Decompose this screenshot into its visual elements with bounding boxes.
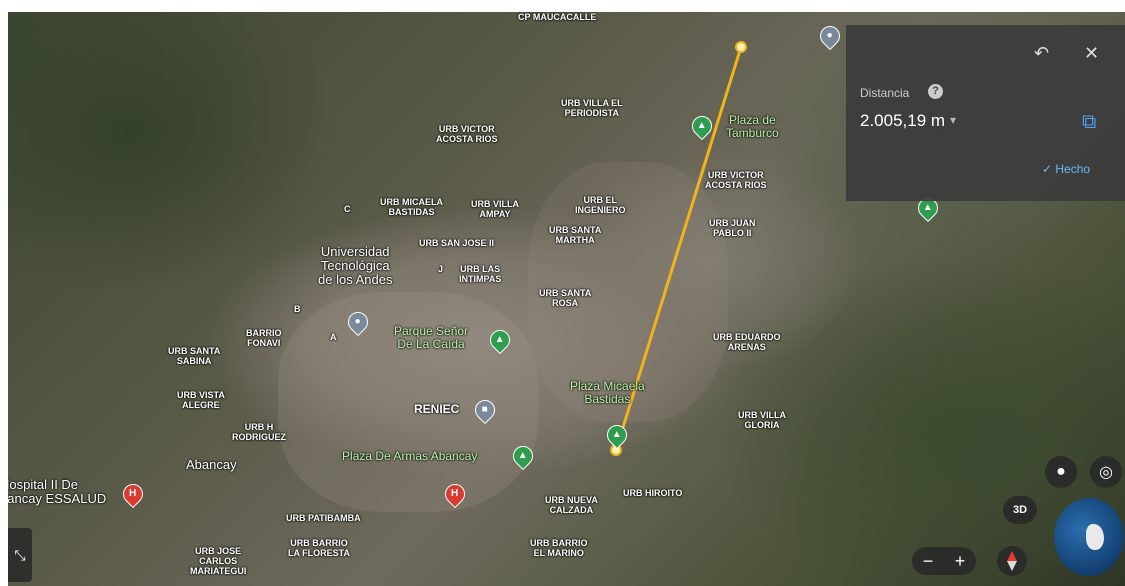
map-label: BARRIO FONAVI [246,328,282,348]
map-label: Plaza de Tamburco [726,113,779,140]
measure-start-point [735,41,747,53]
map-label: Plaza De Armas Abancay [342,449,478,463]
help-icon[interactable]: ? [928,84,943,99]
map-label: A [330,332,337,342]
map-label: URB H RODRIGUEZ [232,422,286,442]
zoom-controls: − + [912,547,976,575]
map-label: URB PATIBAMBA [286,513,361,523]
map-label: Plaza Micaela Bastidas [570,379,645,406]
map-label: Abancay [186,457,237,472]
3d-button[interactable]: 3D [1003,496,1037,524]
close-icon[interactable]: ✕ [1084,43,1100,63]
map-label: URB BARRIO LA FLORESTA [288,538,350,558]
urban-area-texture [528,162,728,422]
zoom-out-button[interactable]: − [922,550,934,571]
map-label: URB EDUARDO ARENAS [713,332,781,352]
measure-panel: ↶ ✕ Distancia ? 2.005,19 m ▾ ⧉ ✓ Hecho [846,25,1125,201]
map-label: J [438,264,444,274]
globe-landmass [1086,524,1104,550]
map-label: URB NUEVA CALZADA [545,495,598,515]
map-label: URB HIROITO [623,488,683,498]
my-location-icon[interactable]: ◎ [1090,456,1122,488]
map-label: URB VISTA ALEGRE [177,390,225,410]
map-label: URB VICTOR ACOSTA RIOS [705,170,767,190]
map-label: URB SANTA MARTHA [549,225,602,245]
map-label: URB SAN JOSE II [419,238,495,248]
unit-dropdown-icon[interactable]: ▾ [950,113,957,127]
urban-area-texture [278,292,538,512]
map-label: CP MAUCACALLE [518,12,597,22]
globe-icon[interactable] [1054,498,1124,576]
map-label: B [294,304,301,314]
map-label: C [344,204,351,214]
map-label: URB LAS INTIMPAS [459,264,502,284]
distance-title: Distancia [860,86,910,100]
map-label: URB EL INGENIERO [575,195,626,215]
compass-needle [1007,551,1017,571]
map-label: URB MICAELA BASTIDAS [380,197,443,217]
compass-icon[interactable] [997,546,1027,576]
map-label: URB VICTOR ACOSTA RIOS [436,124,498,144]
map-label: URB VILLA AMPAY [471,199,519,219]
map-label: URB SANTA SABINA [168,346,221,366]
map-label: Parque Señor De La Caída [394,324,469,351]
done-button[interactable]: ✓ Hecho [1042,162,1091,176]
map-label: URB BARRIO EL MARINO [530,538,588,558]
map-label: URB JOSE CARLOS MARIATEGUI [190,546,247,576]
map-label: URB JUAN PABLO II [709,218,756,238]
copy-icon[interactable]: ⧉ [1082,111,1097,133]
map-label: Hospital II De bancay ESSALUD [8,477,107,506]
undo-icon[interactable]: ↶ [1034,43,1050,63]
distance-value: 2.005,19 m [860,111,946,130]
map-label: URB VILLA EL PERIODISTA [561,98,623,118]
collapse-panel-button[interactable]: ⤡ [8,528,32,582]
zoom-in-button[interactable]: + [954,550,966,571]
person-icon: ● [1056,463,1066,480]
map-label: URB SANTA ROSA [539,288,592,308]
map-label: Universidad Tecnológica de los Andes [318,244,393,287]
map-label: URB VILLA GLORIA [738,410,786,430]
pegman-icon[interactable]: ● [1045,456,1077,488]
map-label: RENIEC [414,402,460,416]
